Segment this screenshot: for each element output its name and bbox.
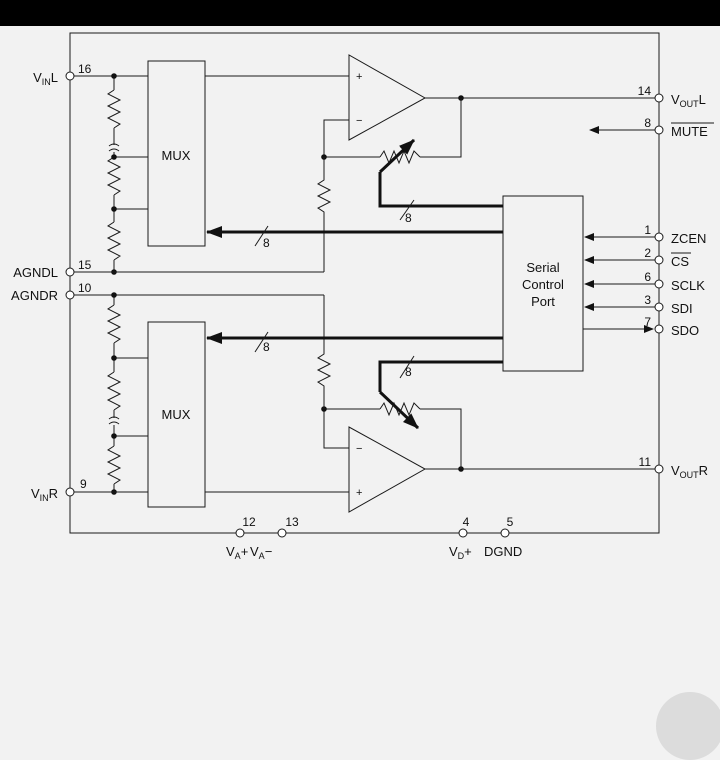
top-bar — [0, 0, 720, 26]
pin-num-1: 1 — [644, 223, 651, 237]
gain-right-resistor — [316, 295, 332, 409]
pin-label-agndr: AGNDR — [11, 288, 58, 303]
mux-right-block — [147, 321, 206, 508]
pin-label-vd-plus: VD+ — [449, 544, 472, 561]
feedback-right-resistor — [379, 401, 421, 417]
pin-label-agndl: AGNDL — [13, 265, 58, 280]
pin-num-9: 9 — [80, 477, 87, 491]
feedback-left-resistor — [379, 149, 421, 165]
serial-port-line-1: Serial — [526, 260, 559, 275]
pin-label-mute: MUTE — [671, 124, 708, 139]
bus-width-label-3: 8 — [405, 365, 412, 379]
pin-terminals — [65, 71, 664, 538]
feedback-right-wire — [420, 408, 462, 469]
pin-label-vinl: VINL — [33, 70, 58, 87]
feedback-left-wiper — [378, 138, 416, 174]
mux-left-block — [147, 60, 206, 247]
pin-num-2: 2 — [644, 246, 651, 260]
pin-num-12: 12 — [242, 515, 256, 529]
feedback-right-wiper — [378, 390, 420, 430]
pin-label-voutl: VOUTL — [671, 92, 706, 109]
bus-right-wiper — [378, 360, 503, 392]
pin-num-4: 4 — [463, 515, 470, 529]
pin-label-sdi: SDI — [671, 301, 693, 316]
pin-num-13: 13 — [285, 515, 299, 529]
bus-width-label-2: 8 — [263, 236, 270, 250]
opamp-left-minus: − — [356, 115, 362, 127]
left-resistor-ladder — [106, 73, 148, 275]
pin-num-3: 3 — [644, 293, 651, 307]
pin-num-11: 11 — [639, 455, 652, 469]
opamp-right — [348, 426, 427, 513]
right-resistor-ladder — [106, 292, 148, 495]
pin-num-10: 10 — [78, 281, 92, 295]
pin-num-7: 7 — [644, 315, 651, 329]
pin-num-5: 5 — [507, 515, 514, 529]
serial-control-port-block — [502, 195, 584, 372]
gain-left-resistor — [316, 157, 332, 272]
mux-left-label: MUX — [162, 148, 191, 163]
mux-right-label: MUX — [162, 407, 191, 422]
pin-num-6: 6 — [644, 270, 651, 284]
bus-left-wiper — [378, 172, 503, 208]
bus-width-label-4: 8 — [263, 340, 270, 354]
pin-label-vinr: VINR — [31, 486, 58, 503]
pin-num-15: 15 — [78, 258, 92, 272]
pin-num-8: 8 — [644, 116, 651, 130]
bus-width-label-1: 8 — [405, 211, 412, 225]
inverting-left-wire — [323, 119, 380, 158]
pin-num-14: 14 — [638, 84, 652, 98]
pin-num-16: 16 — [78, 62, 92, 76]
opamp-left — [348, 54, 427, 141]
pin-label-sdo: SDO — [671, 323, 699, 338]
pin-label-voutr: VOUTR — [671, 463, 708, 480]
pin-label-cs: CS — [671, 254, 689, 269]
opamp-right-plus: + — [356, 487, 362, 499]
pin-label-va-plus: VA+ — [226, 544, 248, 561]
pin-label-dgnd: DGND — [484, 544, 522, 559]
pin-label-zcen: ZCEN — [671, 231, 706, 246]
chip-outline — [69, 32, 660, 534]
pin-label-sclk: SCLK — [671, 278, 705, 293]
serial-port-line-3: Port — [531, 294, 555, 309]
opamp-right-minus: − — [356, 443, 362, 455]
floating-action-button[interactable] — [656, 692, 720, 760]
inverting-right-wire — [323, 408, 380, 449]
block-diagram: MUX MUX Serial Control Port + − — [11, 32, 714, 561]
opamp-left-plus: + — [356, 71, 362, 83]
feedback-left-wire — [420, 98, 462, 158]
serial-port-line-2: Control — [522, 277, 564, 292]
pin-label-va-minus: VA− — [250, 544, 272, 561]
